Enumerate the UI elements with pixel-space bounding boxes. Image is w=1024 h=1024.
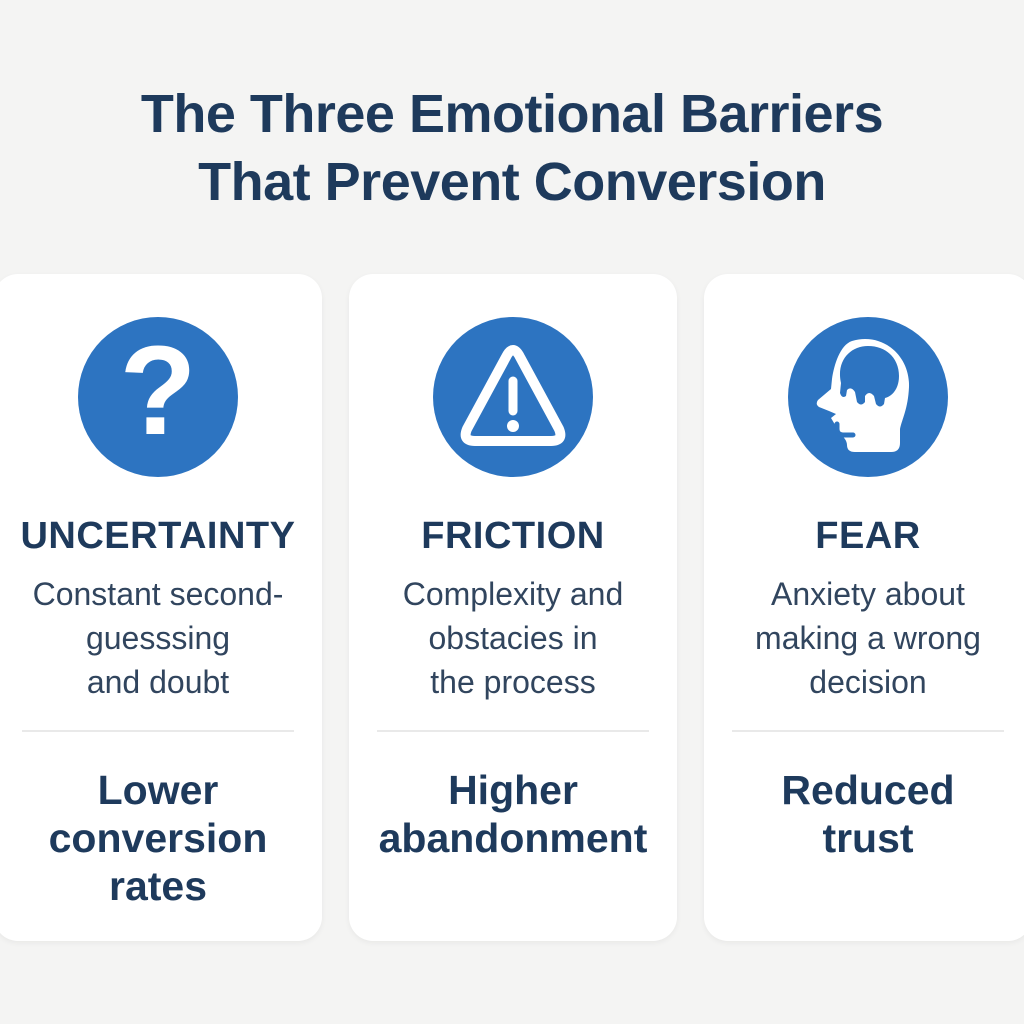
card-description: Constant second- guesssing and doubt <box>32 576 284 700</box>
card-heading: FEAR <box>815 515 921 557</box>
card-divider <box>732 730 1004 732</box>
card-heading: UNCERTAINTY <box>20 515 296 557</box>
card-heading: FRICTION <box>421 515 605 557</box>
warning-triangle-icon <box>433 317 593 477</box>
card-result: Lower conversion rates <box>48 767 268 909</box>
cards-row: ? UNCERTAINTY Constant second- guesssing… <box>0 274 1024 941</box>
card-fear: FEAR Anxiety about making a wrong decisi… <box>704 274 1024 941</box>
card-uncertainty: ? UNCERTAINTY Constant second- guesssing… <box>0 274 322 941</box>
card-description: Complexity and obstacies in the process <box>402 576 624 700</box>
card-result: Higher abandonment <box>378 767 648 861</box>
card-description: Anxiety about making a wrong decision <box>755 576 981 700</box>
card-divider <box>377 730 649 732</box>
question-mark-glyph: ? <box>119 320 197 461</box>
card-result: Reduced trust <box>781 767 955 861</box>
page-title: The Three Emotional Barriers That Preven… <box>140 84 884 213</box>
question-mark-icon: ? <box>78 317 238 477</box>
card-friction: FRICTION Complexity and obstacies in the… <box>349 274 677 941</box>
head-profile-icon <box>788 317 948 477</box>
card-divider <box>22 730 294 732</box>
